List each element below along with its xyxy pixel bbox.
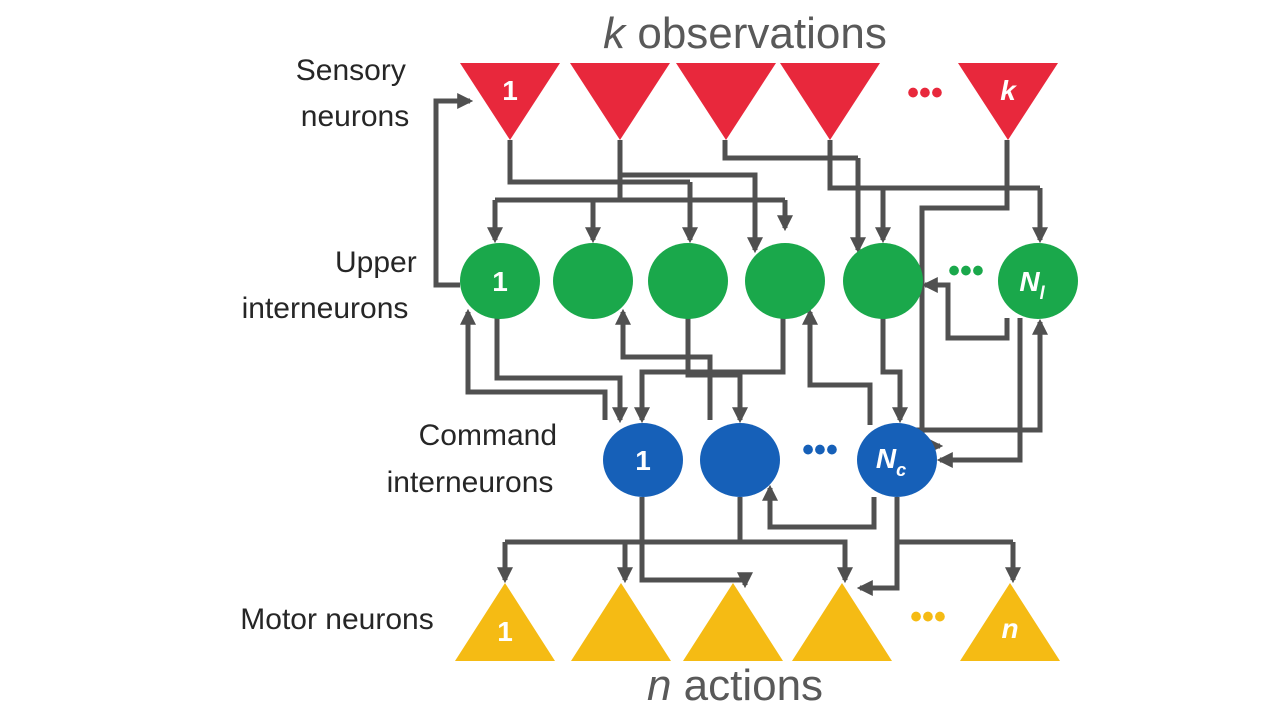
command-interneurons: 1 Nc ••• (603, 423, 937, 497)
wire-upper3-to-command2 (685, 318, 749, 424)
motor-neuron-n (960, 583, 1060, 661)
sensory-neurons: 1 k ••• (460, 63, 1058, 140)
observations-title: k observations (603, 9, 887, 58)
upper-interneuron-N-letter: N (1019, 266, 1040, 297)
wire-upper2-to-command2 (614, 308, 713, 420)
command-ellipsis: ••• (802, 431, 838, 469)
sensory-neuron-2 (570, 63, 670, 140)
wire-commandN-to-upper4 (801, 308, 873, 425)
wire-commandN-bus (894, 497, 1013, 545)
motor-neuron-4 (792, 583, 892, 661)
command-label-line-2: interneurons (387, 466, 554, 499)
wire-upper4-to-command1 (633, 318, 786, 424)
upper-interneuron-N (998, 243, 1078, 319)
actions-variable: n (647, 661, 671, 710)
command-interneurons-label: Command interneurons (387, 419, 566, 499)
sensory-neuron-4 (780, 63, 880, 140)
motor-neuron-1-label: 1 (497, 616, 513, 647)
sensory-neuron-1 (460, 63, 560, 140)
motor-neuron-3 (683, 583, 783, 661)
sensory-neuron-1-label: 1 (502, 75, 518, 106)
command-interneuron-N (857, 423, 937, 497)
upper-interneuron-N-subscript: l (1040, 283, 1046, 303)
wire-commandN-to-upperN (910, 318, 1049, 433)
upper-interneuron-4 (745, 243, 825, 319)
wire-upper1-loop (459, 308, 608, 420)
motor-ellipsis: ••• (910, 598, 946, 636)
wire-sensoryk-down (919, 140, 1010, 430)
motor-neurons-label: Motor neurons (240, 603, 433, 636)
wire-command2-bus (505, 497, 743, 545)
command-interneuron-1-label: 1 (635, 445, 651, 476)
wire-commandN-to-motor4 (856, 542, 900, 597)
sensory-neuron-k-label: k (1000, 75, 1017, 106)
wire-sensory1-drop (507, 140, 690, 185)
wire-command2-to-motor4 (740, 539, 854, 584)
wire-upper5-to-commandN (880, 318, 909, 424)
upper-interneurons-label: Upper interneurons (242, 246, 425, 325)
wire-sensory4-bus (827, 140, 1040, 191)
sensory-neurons-label: Sensory neurons (296, 54, 414, 133)
actions-title: n actions (647, 661, 823, 710)
command-interneuron-N-label: Nc (876, 443, 906, 480)
wire-sensory3-bus (722, 140, 858, 161)
sensory-neuron-k (958, 63, 1058, 140)
motor-neurons: 1 n ••• (455, 583, 1060, 661)
upper-label-line-1: Upper (335, 246, 417, 279)
wire-upper1-to-command1 (494, 318, 629, 424)
wire-commandN-to-command2 (761, 484, 877, 530)
command-interneuron-N-subscript: c (896, 460, 906, 480)
wire-upperN-to-upper5 (921, 276, 1010, 341)
upper-interneuron-5 (843, 243, 923, 319)
wire-command1-bus (639, 497, 745, 583)
observations-variable: k (603, 9, 627, 58)
connection-wires (433, 92, 1049, 597)
command-interneuron-1 (603, 423, 683, 497)
motor-neuron-2 (571, 583, 671, 661)
upper-interneurons: 1 Nl ••• (460, 243, 1078, 319)
upper-interneuron-N-label: Nl (1019, 266, 1045, 303)
upper-label-line-2: interneurons (242, 292, 409, 325)
command-label-line-1: Command (419, 419, 557, 452)
command-interneuron-N-letter: N (876, 443, 897, 474)
upper-interneuron-1-label: 1 (492, 266, 508, 297)
motor-neuron-1 (455, 583, 555, 661)
upper-interneuron-1 (460, 243, 540, 319)
command-interneuron-2 (700, 423, 780, 497)
sensory-ellipsis: ••• (907, 74, 943, 112)
wire-upper1-to-sensory1 (433, 92, 474, 288)
observations-text: observations (625, 9, 887, 58)
sensory-label-line-2: neurons (301, 100, 409, 133)
upper-ellipsis: ••• (948, 252, 984, 290)
sensory-label-line-1: Sensory (296, 54, 406, 87)
upper-interneuron-3 (648, 243, 728, 319)
upper-interneuron-2 (553, 243, 633, 319)
sensory-neuron-3 (676, 63, 776, 140)
wire-sensory2-to-upper4 (620, 172, 764, 254)
motor-neuron-n-label: n (1001, 613, 1018, 644)
actions-text: actions (671, 661, 823, 710)
wire-upperN-to-commandN (936, 318, 1023, 469)
